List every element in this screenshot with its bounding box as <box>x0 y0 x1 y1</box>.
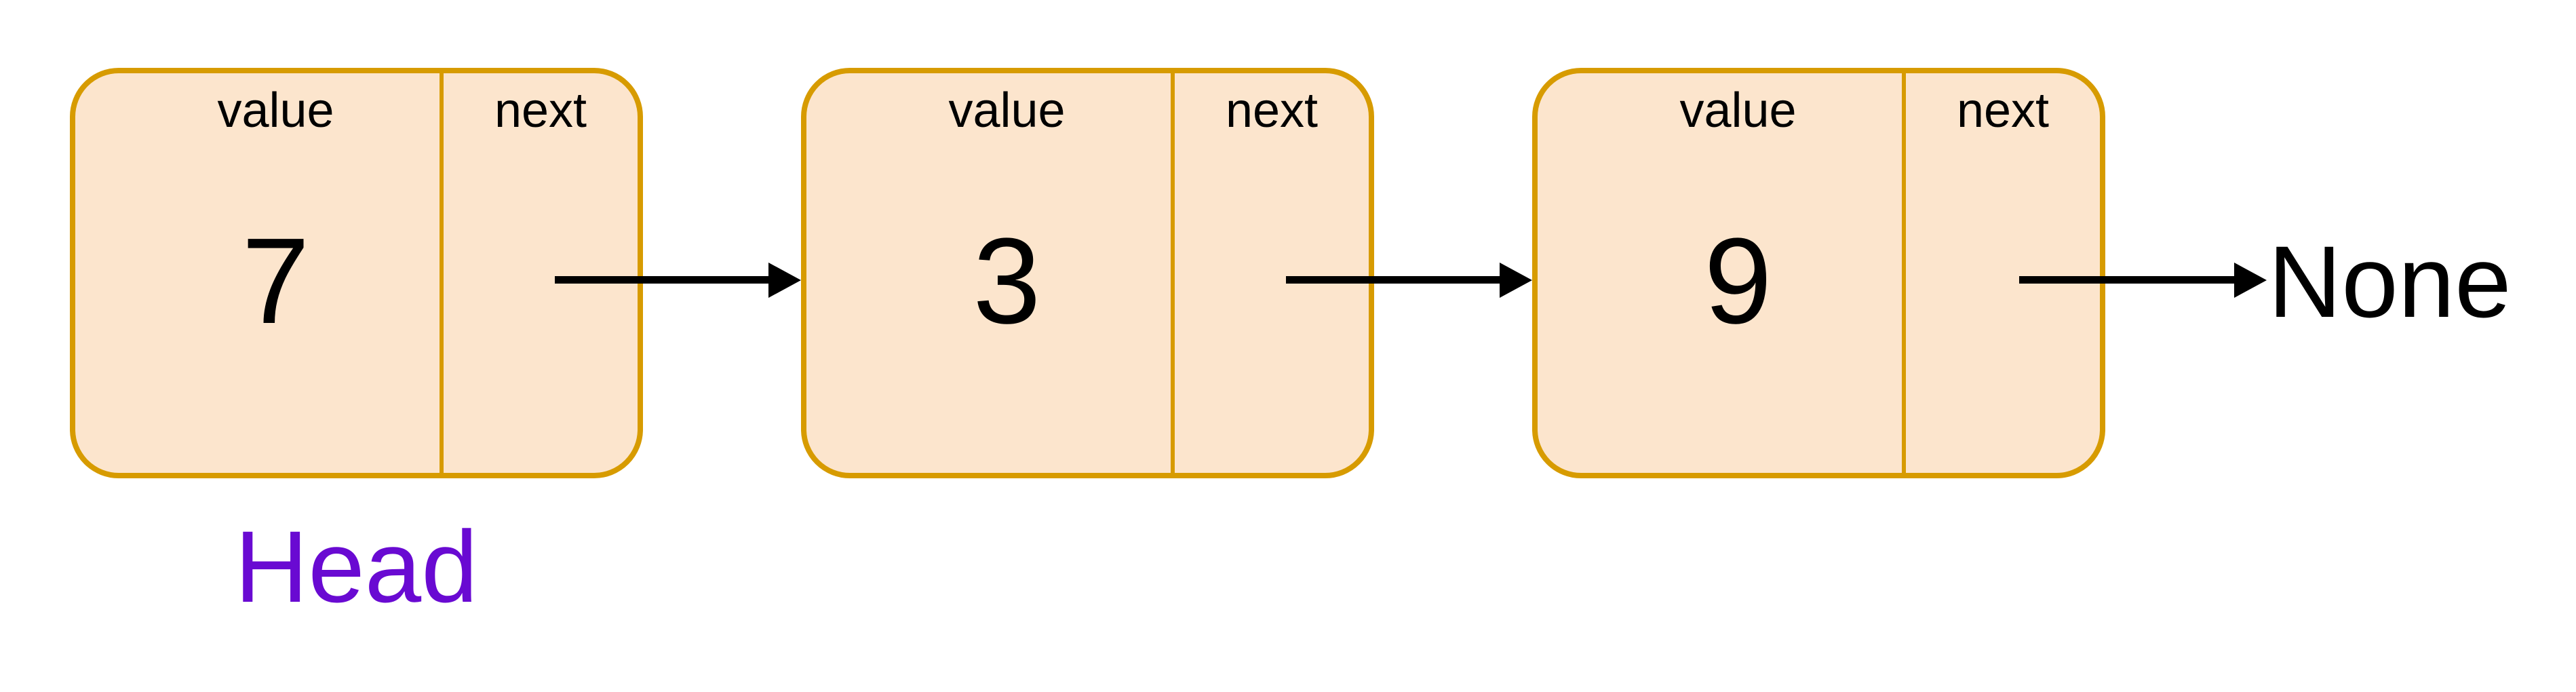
linked-list-node-1: value 7 next <box>70 68 643 478</box>
arrow-shaft <box>2019 276 2236 284</box>
arrow-shaft <box>1286 276 1501 284</box>
node-2-next-cell: next <box>1175 73 1369 473</box>
linked-list-node-2: value 3 next <box>801 68 1374 478</box>
node-1-value-cell: value 7 <box>75 73 444 473</box>
node-1-next-cell: next <box>444 73 638 473</box>
node-3-value-cell: value 9 <box>1538 73 1906 473</box>
node-2-next-label: next <box>1225 83 1319 138</box>
node-3-next-cell: next <box>1906 73 2100 473</box>
arrowhead-icon <box>768 263 801 298</box>
node-2-value-label: value <box>948 83 1066 138</box>
node-1-next-label: next <box>494 83 587 138</box>
arrow-shaft <box>555 276 770 284</box>
head-pointer-label: Head <box>235 510 478 623</box>
node-3-value: 9 <box>1704 213 1772 349</box>
node-2-value: 3 <box>973 213 1041 349</box>
node-1-value: 7 <box>241 213 310 349</box>
arrowhead-icon <box>1500 263 1532 298</box>
node-3-next-label: next <box>1956 83 2050 138</box>
node-3-value-label: value <box>1679 83 1797 138</box>
node-2-value-cell: value 3 <box>806 73 1175 473</box>
node-1-value-label: value <box>217 83 334 138</box>
arrowhead-icon <box>2234 263 2267 298</box>
terminator-label: None <box>2268 225 2512 339</box>
linked-list-node-3: value 9 next <box>1532 68 2105 478</box>
